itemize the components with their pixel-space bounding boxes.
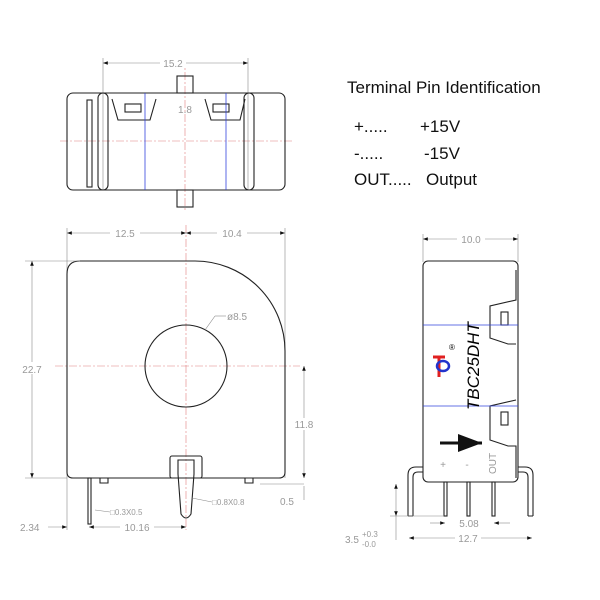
brand-logo-icon	[433, 355, 451, 377]
dim-pin-pitch: 5.08	[459, 519, 479, 530]
dim-side-width: 10.0	[461, 235, 481, 246]
dim-offset: 2.34	[20, 523, 40, 534]
pin-table-title: Terminal Pin Identification	[347, 78, 541, 97]
dim-standoff: 0.5	[280, 497, 294, 508]
front-view: 12.5 10.4 22.7 11.8 ø8.5 0.5 □0.3X0.5 □0…	[18, 225, 318, 534]
pin-label-plus: +	[440, 460, 446, 471]
pin-minus-desc: -15V	[424, 144, 460, 163]
dim-pin-length: 3.5	[345, 535, 359, 546]
pin-out: OUT.....	[354, 170, 412, 189]
dim-pin-spacing: 10.16	[124, 523, 149, 534]
dim-pin-large: □0.8X0.8	[212, 498, 245, 507]
part-number: TBC25DHT	[464, 321, 483, 410]
registered-mark: ®	[449, 343, 455, 352]
top-view: 15.2 1.8	[60, 56, 292, 212]
pin-label-out: OUT	[488, 453, 499, 474]
pin-plus-desc: +15V	[420, 117, 461, 136]
dim-pitch: 1.8	[178, 105, 192, 116]
dim-pin-span: 12.7	[458, 534, 478, 545]
dim-right: 10.4	[222, 229, 242, 240]
tol-plus: +0.3	[362, 530, 378, 539]
pin-plus: +.....	[354, 117, 388, 136]
dim-pin-small: □0.3X0.5	[110, 508, 143, 517]
pin-label-minus: -	[465, 460, 468, 471]
dim-center-height: 11.8	[295, 420, 314, 431]
tol-minus: -0.0	[362, 540, 376, 549]
dim-width: 15.2	[163, 59, 183, 70]
dim-height: 22.7	[22, 365, 42, 376]
pin-minus: -.....	[354, 144, 384, 163]
side-view: 10.0 ® TBC25DHT + - OUT 5.08 12.7 3.5 +0…	[345, 233, 534, 549]
pin-out-desc: Output	[426, 170, 478, 189]
dim-left: 12.5	[115, 229, 135, 240]
dim-hole: ø8.5	[227, 312, 247, 323]
